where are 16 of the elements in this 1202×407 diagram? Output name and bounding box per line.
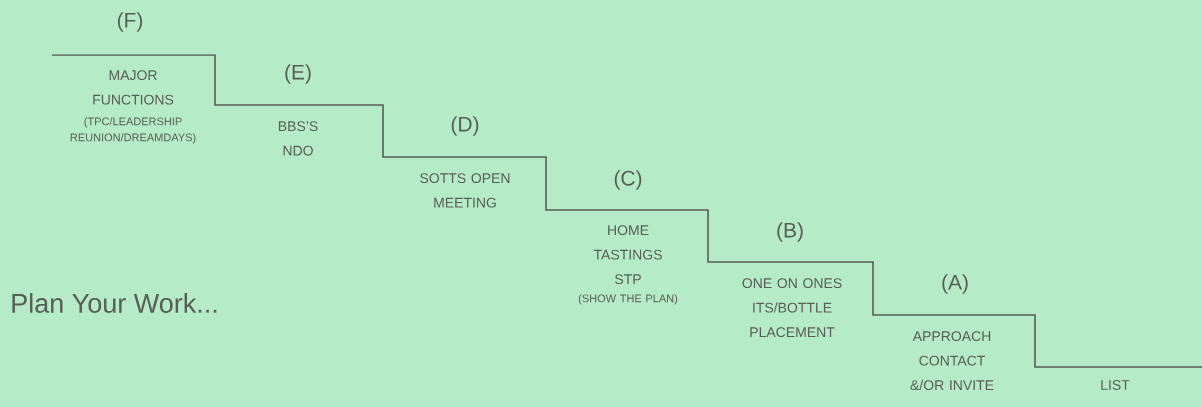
step-text: HOME TASTINGS STP (593, 225, 662, 285)
step-text: SOTTS OPEN MEETING (420, 173, 510, 208)
step-text: LIST (1101, 380, 1130, 390)
step-text: ONE ON ONES ITS/BOTTLE PLACEMENT (742, 278, 842, 338)
step-text: BBS’S NDO (278, 121, 318, 156)
step-letter: (B) (777, 222, 803, 242)
step-text: MAJOR FUNCTIONS (93, 70, 174, 105)
heading: Plan Your Work... (12, 293, 217, 313)
step-note: (SHOW THE PLAN) (578, 294, 678, 305)
step-letter: (A) (942, 274, 968, 294)
step-text: APPROACH CONTACT &/OR INVITE (910, 331, 994, 391)
step-note: (TPC/LEADERSHIP REUNION/DREAMDAYS) (70, 117, 196, 144)
step-letter: (F) (117, 12, 143, 32)
step-letter: (D) (451, 116, 479, 136)
step-letter: (C) (614, 170, 642, 190)
step-letter: (E) (285, 64, 311, 84)
